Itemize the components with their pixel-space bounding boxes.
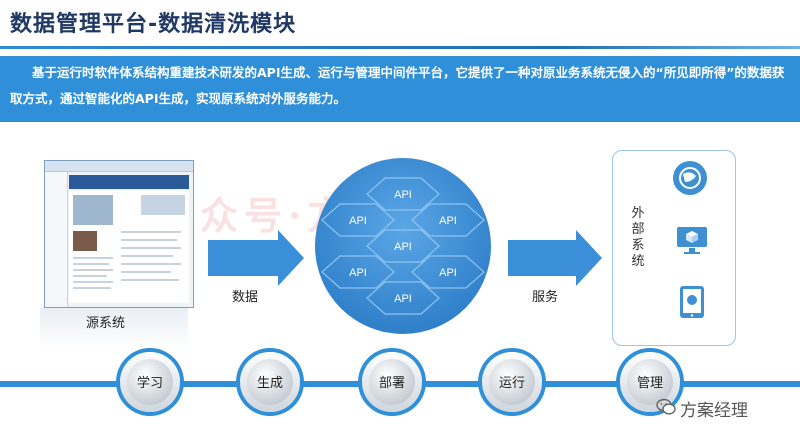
data-arrow [208, 230, 304, 286]
source-system-label: 源系统 [86, 316, 126, 331]
source-system-screenshot [44, 160, 194, 308]
hex-top [366, 177, 440, 211]
wechat-icon [656, 398, 676, 415]
tablet-icon [680, 286, 704, 318]
page-title: 数据管理平台-数据清洗模块 [10, 12, 297, 37]
step-learn: 学习 [120, 352, 180, 412]
hex-grid [321, 177, 485, 315]
hex-upper-left [321, 203, 395, 237]
hex-upper-right [411, 203, 485, 237]
step-label: 运行 [498, 376, 525, 391]
brand-watermark: 方案经理 [680, 401, 748, 421]
hex-label: API [439, 215, 457, 227]
step-label: 部署 [378, 376, 405, 391]
hex-label: API [394, 241, 412, 253]
step-label: 学习 [136, 376, 163, 391]
hex-center [366, 229, 440, 263]
hex-label: API [439, 267, 457, 279]
hex-label: API [349, 267, 367, 279]
hex-lower-left [321, 255, 395, 289]
external-systems-label: 外部系统 [631, 206, 645, 269]
hex-label: API [394, 293, 412, 305]
hex-bottom [366, 281, 440, 315]
step-label: 生成 [256, 376, 283, 391]
step-manage: 管理 [620, 352, 680, 412]
globe-icon [673, 161, 707, 195]
service-arrow [508, 230, 602, 286]
hex-lower-right [411, 255, 485, 289]
source-system-base [40, 308, 188, 348]
step-generate: 生成 [240, 352, 300, 412]
step-run: 运行 [482, 352, 542, 412]
title-rule [0, 46, 800, 49]
data-arrow-label: 数据 [232, 290, 259, 305]
step-deploy: 部署 [362, 352, 422, 412]
description-banner: 基于运行时软件体系结构重建技术研发的API生成、运行与管理中间件平台，它提供了一… [0, 56, 800, 122]
hex-label: API [349, 215, 367, 227]
monitor-icon [677, 227, 707, 254]
step-label: 管理 [636, 376, 663, 391]
hex-label: API [394, 189, 412, 201]
api-circle [315, 158, 491, 334]
description-text: 基于运行时软件体系结构重建技术研发的API生成、运行与管理中间件平台，它提供了一… [10, 65, 785, 106]
service-arrow-label: 服务 [532, 290, 559, 305]
